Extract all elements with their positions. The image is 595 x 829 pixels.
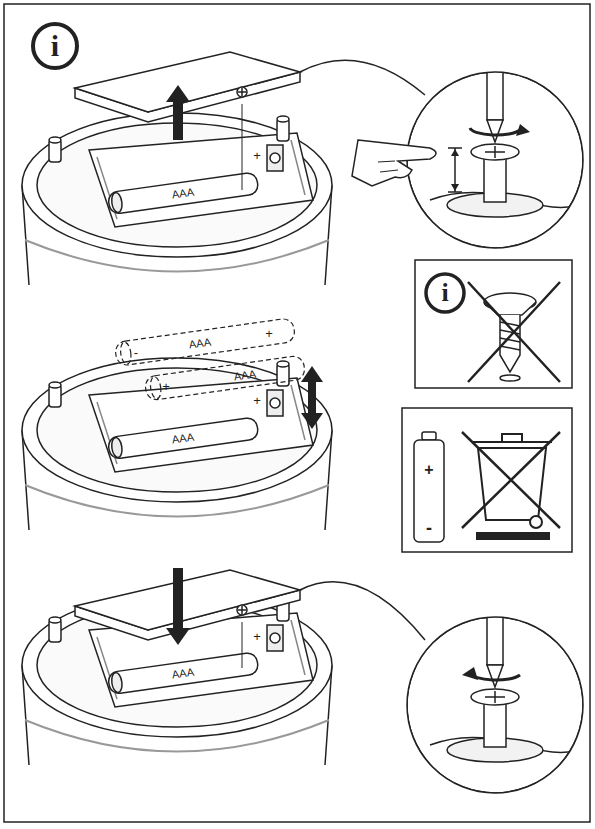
label: AAA <box>171 186 194 200</box>
label: + <box>253 394 261 407</box>
label: + <box>253 630 261 643</box>
label: AAA <box>171 666 194 680</box>
label: - <box>134 346 138 359</box>
label: + <box>265 327 273 340</box>
label: + <box>162 380 170 393</box>
label: AAA <box>171 431 194 445</box>
label: AAA <box>188 336 211 350</box>
label: + <box>253 149 261 162</box>
label: - <box>426 519 432 537</box>
label: i <box>441 280 448 306</box>
label: AAA <box>233 368 256 382</box>
label: + <box>424 462 433 478</box>
label: i <box>51 31 59 61</box>
